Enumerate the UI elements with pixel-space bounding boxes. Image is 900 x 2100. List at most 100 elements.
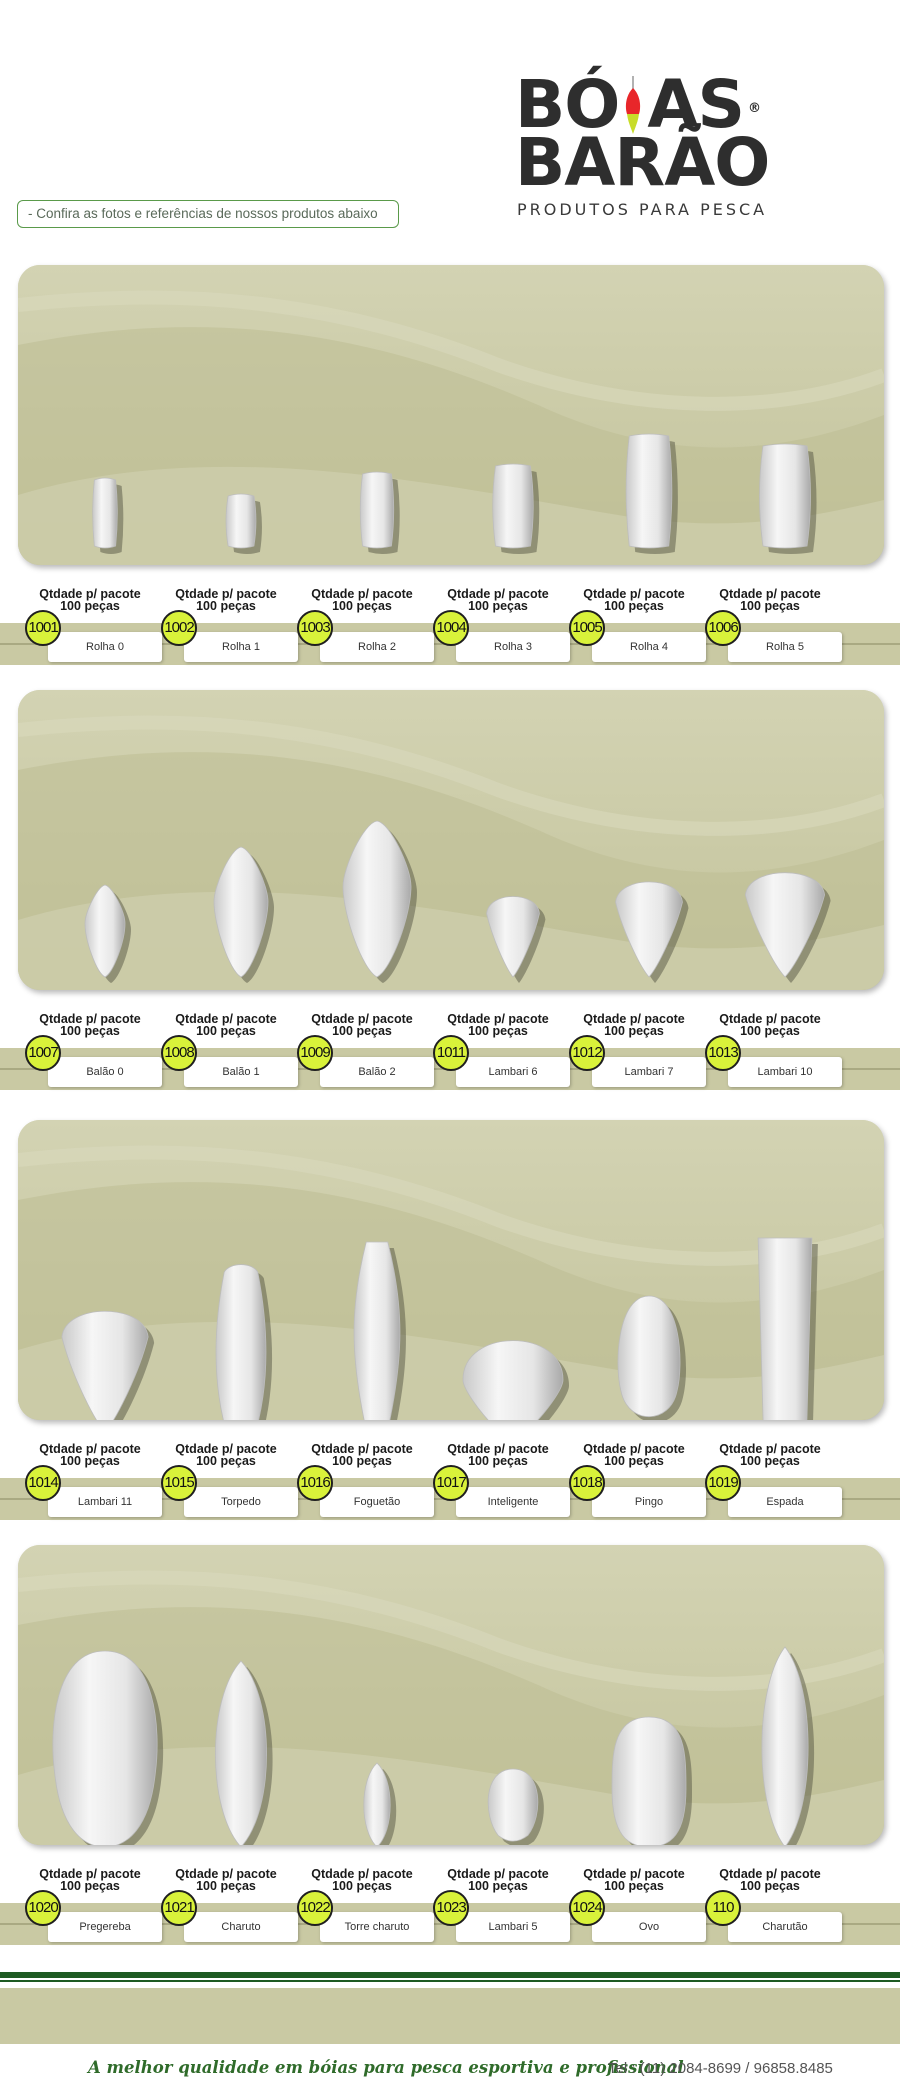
product-quantity: Qtdade p/ pacote 100 peças <box>428 1012 568 1038</box>
product-quantity: Qtdade p/ pacote 100 peças <box>156 1012 296 1038</box>
product-quantity: Qtdade p/ pacote 100 peças <box>20 587 160 613</box>
product-code-badge: 1002 <box>161 610 197 646</box>
quantity-label: Qtdade p/ pacote <box>175 1012 277 1026</box>
product-name: Rolha 3 <box>456 632 570 662</box>
quantity-value: 100 peças <box>604 599 664 613</box>
product-quantity: Qtdade p/ pacote 100 peças <box>20 1867 160 1893</box>
product-code-badge: 1003 <box>297 610 333 646</box>
quantity-value: 100 peças <box>740 1879 800 1893</box>
product-name: Charuto <box>184 1912 298 1942</box>
product-code-badge: 1009 <box>297 1035 333 1071</box>
product-name: Rolha 0 <box>48 632 162 662</box>
product-code-badge: 1014 <box>25 1465 61 1501</box>
product-image-1007 <box>84 884 131 983</box>
quantity-label: Qtdade p/ pacote <box>175 587 277 601</box>
footer-rule-thin <box>0 1980 900 1982</box>
quantity-label: Qtdade p/ pacote <box>583 587 685 601</box>
quantity-label: Qtdade p/ pacote <box>719 1012 821 1026</box>
product-code-badge: 1006 <box>705 610 741 646</box>
product-code-badge: 1015 <box>161 1465 197 1501</box>
quantity-value: 100 peças <box>196 1879 256 1893</box>
product-quantity: Qtdade p/ pacote 100 peças <box>700 1012 840 1038</box>
quantity-label: Qtdade p/ pacote <box>447 1012 549 1026</box>
logo-line-2: BARÃO <box>515 124 770 201</box>
product-name: Rolha 2 <box>320 632 434 662</box>
product-code-badge: 1004 <box>433 610 469 646</box>
quantity-label: Qtdade p/ pacote <box>719 1867 821 1881</box>
product-quantity: Qtdade p/ pacote 100 peças <box>700 588 840 613</box>
quantity-label: Qtdade p/ pacote <box>39 587 141 601</box>
product-image-1003 <box>359 471 400 554</box>
product-quantity: Qtdade p/ pacote 100 peças <box>156 1443 296 1468</box>
product-name: Charutão <box>728 1912 842 1942</box>
float-icon <box>623 76 643 136</box>
product-image-1014 <box>61 1310 155 1420</box>
product-name: Balão 2 <box>320 1057 434 1087</box>
quantity-label: Qtdade p/ pacote <box>447 1442 549 1456</box>
quantity-value: 100 peças <box>604 1454 664 1468</box>
logo-text-as: AS <box>647 66 745 143</box>
product-image-1019 <box>757 1237 818 1420</box>
quantity-value: 100 peças <box>468 1024 528 1038</box>
product-image-1018 <box>617 1295 687 1420</box>
product-name: Rolha 4 <box>592 632 706 662</box>
product-quantity: Qtdade p/ pacote 100 peças <box>156 1868 296 1893</box>
product-name: Rolha 1 <box>184 632 298 662</box>
quantity-label: Qtdade p/ pacote <box>583 1442 685 1456</box>
product-code-badge: 1017 <box>433 1465 469 1501</box>
product-code-badge: 1013 <box>705 1035 741 1071</box>
product-name: Lambari 10 <box>728 1057 842 1087</box>
product-quantity: Qtdade p/ pacote 100 peças <box>564 1012 704 1038</box>
product-name: Foguetão <box>320 1487 434 1517</box>
quantity-label: Qtdade p/ pacote <box>311 1867 413 1881</box>
quantity-value: 100 peças <box>196 1454 256 1468</box>
quantity-label: Qtdade p/ pacote <box>583 1012 685 1026</box>
product-image-1017 <box>462 1340 569 1420</box>
product-image-1020 <box>52 1650 164 1845</box>
product-code-badge: 1011 <box>433 1035 469 1071</box>
quantity-value: 100 peças <box>740 1024 800 1038</box>
quantity-value: 100 peças <box>468 1454 528 1468</box>
quantity-value: 100 peças <box>740 599 800 613</box>
product-name: Espada <box>728 1487 842 1517</box>
quantity-value: 100 peças <box>60 1454 120 1468</box>
quantity-value: 100 peças <box>196 599 256 613</box>
product-panel <box>18 265 884 565</box>
logo-tagline: PRODUTOS PARA PESCA <box>517 200 768 219</box>
product-image-1005 <box>625 433 678 554</box>
product-code-badge: 1016 <box>297 1465 333 1501</box>
product-quantity: Qtdade p/ pacote 100 peças <box>20 1013 160 1038</box>
footer-band <box>0 1988 900 2044</box>
quantity-value: 100 peças <box>468 1879 528 1893</box>
logo-text-bo: BÓ <box>515 66 620 143</box>
product-image-1013 <box>744 872 831 983</box>
quantity-value: 100 peças <box>604 1879 664 1893</box>
product-name: Pingo <box>592 1487 706 1517</box>
product-panel <box>18 1120 884 1420</box>
quantity-value: 100 peças <box>60 1024 120 1038</box>
product-code-badge: 1001 <box>25 610 61 646</box>
footer-rule-thick <box>0 1972 900 1978</box>
product-code-badge: 1021 <box>161 1890 197 1926</box>
product-name: Lambari 11 <box>48 1487 162 1517</box>
product-code-badge: 110 <box>705 1890 741 1926</box>
quantity-value: 100 peças <box>196 1024 256 1038</box>
product-name: Torpedo <box>184 1487 298 1517</box>
product-panel <box>18 690 884 990</box>
quantity-label: Qtdade p/ pacote <box>583 1867 685 1881</box>
quantity-value: 100 peças <box>60 599 120 613</box>
product-quantity: Qtdade p/ pacote 100 peças <box>564 1867 704 1893</box>
quantity-value: 100 peças <box>740 1454 800 1468</box>
footer-slogan: A melhor qualidade em bóias para pesca e… <box>88 2058 684 2077</box>
product-image-1001 <box>92 477 124 554</box>
product-code-badge: 1023 <box>433 1890 469 1926</box>
product-image-1023 <box>487 1768 544 1845</box>
product-quantity: Qtdade p/ pacote 100 peças <box>428 588 568 613</box>
product-quantity: Qtdade p/ pacote 100 peças <box>564 587 704 613</box>
product-name: Balão 0 <box>48 1057 162 1087</box>
product-panel <box>18 1545 884 1845</box>
product-name: Inteligente <box>456 1487 570 1517</box>
quantity-label: Qtdade p/ pacote <box>39 1867 141 1881</box>
registered-mark: ® <box>748 101 761 116</box>
